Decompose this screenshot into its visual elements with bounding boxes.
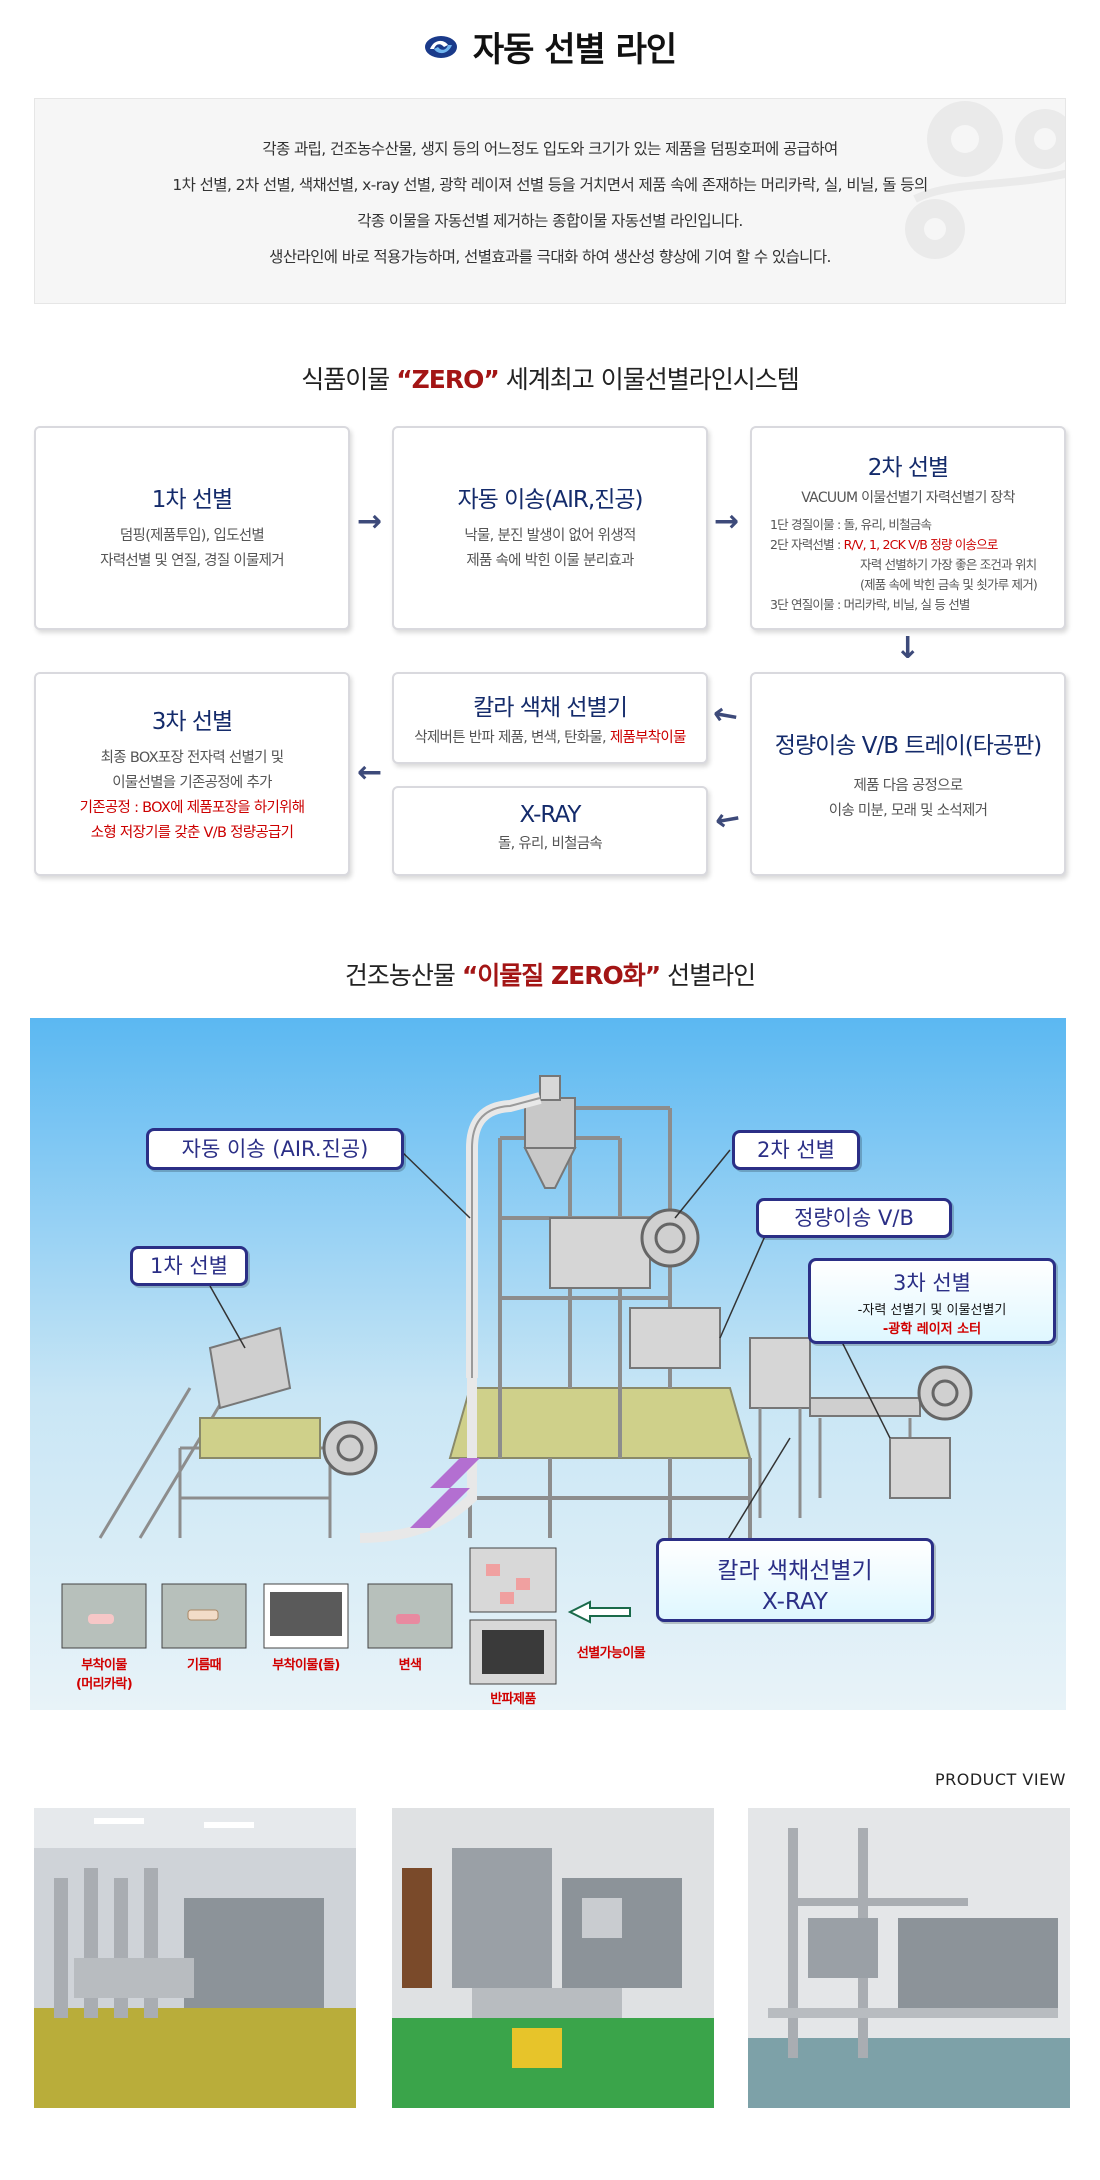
arrow-down-icon: ↓ bbox=[895, 631, 921, 666]
box-line-red: (제품 속에 박힌 금속 및 쇳가루 제거) bbox=[860, 577, 1038, 592]
arrow-up-left-icon: ↖ bbox=[705, 695, 747, 739]
flow-box-color-sorter: 칼라 색채 선별기 삭제버튼 반파 제품, 변색, 탄화물, 제품부착이물 bbox=[392, 672, 708, 764]
callout-title: 3차 선별 bbox=[893, 1271, 971, 1295]
box-line-red: 제품부착이물 bbox=[609, 730, 687, 746]
callout-vb-transfer: 정량이송 V/B bbox=[756, 1198, 952, 1238]
box-line-red: 소형 저장기를 갖춘 V/B 정량공급기 bbox=[90, 825, 294, 841]
thumb-label: 반파제품 bbox=[490, 1692, 536, 1707]
intro-line: 1차 선별, 2차 선별, 색채선별, x-ray 선별, 광학 레이져 선별 … bbox=[172, 176, 928, 194]
page-title: 자동 선별 라인 bbox=[472, 30, 677, 70]
intro-line: 각종 이물을 자동선별 제거하는 종합이물 자동선별 라인입니다. bbox=[357, 212, 743, 230]
product-photo bbox=[392, 1808, 714, 2108]
box-line: 돌, 유리, 비철금속 bbox=[497, 836, 603, 852]
box-title: 2차 선별 bbox=[867, 455, 949, 481]
box-title: 1차 선별 bbox=[151, 487, 233, 513]
callout-line: -자력 선별기 및 이물선별기 bbox=[857, 1303, 1007, 1318]
flow-box-auto-transfer: 자동 이송(AIR,진공) 낙물, 분진 발생이 없어 위생적 제품 속에 박힌… bbox=[392, 426, 708, 630]
product-photo-image bbox=[34, 1808, 356, 2108]
thumb-label: 부착이물 (머리카락) bbox=[52, 1654, 156, 1692]
product-photo-image bbox=[748, 1808, 1070, 2108]
section-heading-zero: 식품이물 “ZERO” 세계최고 이물선별라인시스템 bbox=[0, 360, 1100, 396]
box-line: 자력선별 및 연질, 경질 이물제거 bbox=[100, 553, 285, 569]
box-title: 3차 선별 bbox=[151, 709, 233, 735]
brand-logo-icon bbox=[424, 35, 457, 58]
thumb-label: 선별가능이물 bbox=[576, 1646, 646, 1661]
box-line: 이송 미분, 모래 및 소석제거 bbox=[828, 803, 988, 819]
callout-second-sort: 2차 선별 bbox=[732, 1130, 860, 1170]
box-title: 정량이송 V/B 트레이(타공판) bbox=[774, 733, 1042, 759]
box-line: 1단 경질이물 : 돌, 유리, 비철금속 bbox=[770, 517, 932, 532]
box-line-label: 2단 자력선별 : bbox=[770, 537, 844, 552]
thumb-label-line: 부착이물 bbox=[81, 1658, 127, 1673]
box-line: 제품 다음 공정으로 bbox=[853, 778, 964, 794]
box-line: 3단 연질이물 : 머리카락, 비닐, 실 등 선별 bbox=[770, 597, 970, 612]
product-view-title: PRODUCT VIEW bbox=[934, 1770, 1066, 1789]
product-photo bbox=[34, 1808, 356, 2108]
thumb-label-line: (머리카락) bbox=[75, 1677, 133, 1692]
title-row: 자동 선별 라인 bbox=[0, 22, 1100, 71]
callout-third-sort: 3차 선별 -자력 선별기 및 이물선별기 -광학 레이저 소터 bbox=[808, 1258, 1056, 1344]
box-title: 자동 이송(AIR,진공) bbox=[457, 487, 643, 513]
gear-decoration-icon bbox=[905, 101, 1065, 259]
box-line: 이물선별을 기존공정에 추가 bbox=[112, 775, 272, 791]
intro-box: 각종 과립, 건조농수산물, 생지 등의 어느정도 입도와 크기가 있는 제품을… bbox=[34, 98, 1066, 304]
heading-pre: 건조농산물 bbox=[344, 961, 462, 990]
arrow-left-icon: ← bbox=[357, 755, 383, 790]
box-line: 최종 BOX포장 전자력 선별기 및 bbox=[100, 750, 284, 766]
thumb-label: 부착이물(돌) bbox=[272, 1658, 340, 1673]
heading-emphasis: “이물질 ZERO화” bbox=[461, 961, 661, 990]
callout-color-xray: 칼라 색채선별기 X-RAY bbox=[656, 1538, 934, 1622]
flow-box-xray: X-RAY 돌, 유리, 비철금속 bbox=[392, 786, 708, 876]
box-line: 삭제버튼 반파 제품, 변색, 탄화물, 제품부착이물 bbox=[394, 726, 706, 751]
heading-pre: 식품이물 bbox=[301, 365, 397, 394]
box-line-red: 기존공정 : BOX에 제품포장을 하기위해 bbox=[79, 800, 305, 816]
box-line: 제품 속에 박힌 이물 분리효과 bbox=[466, 553, 634, 569]
arrow-right-icon: → bbox=[714, 504, 740, 539]
heading-post: 세계최고 이물선별라인시스템 bbox=[498, 365, 800, 394]
box-title: 칼라 색채 선별기 bbox=[473, 695, 628, 721]
callout-line-red: -광학 레이저 소터 bbox=[882, 1322, 982, 1337]
box-line: 2단 자력선별 : R/V, 1, 2CK V/B 정량 이송으로 bbox=[770, 535, 1064, 555]
box-line-red: R/V, 1, 2CK V/B 정량 이송으로 bbox=[843, 537, 999, 552]
callout-auto-transfer: 자동 이송 (AIR.진공) bbox=[146, 1128, 404, 1170]
flow-box-second-sort: 2차 선별 VACUUM 이물선별기 자력선별기 장착 1단 경질이물 : 돌,… bbox=[750, 426, 1066, 630]
flow-box-vb-tray: 정량이송 V/B 트레이(타공판) 제품 다음 공정으로 이송 미분, 모래 및… bbox=[750, 672, 1066, 876]
flow-box-first-sort: 1차 선별 덤핑(제품투입), 입도선별 자력선별 및 연질, 경질 이물제거 bbox=[34, 426, 350, 630]
heading-emphasis: “ZERO” bbox=[396, 365, 500, 394]
arrow-down-left-icon: ↙ bbox=[706, 799, 748, 843]
section-heading-dried: 건조농산물 “이물질 ZERO화” 선별라인 bbox=[0, 956, 1100, 992]
intro-line: 각종 과립, 건조농수산물, 생지 등의 어느정도 입도와 크기가 있는 제품을… bbox=[262, 140, 838, 158]
intro-line: 생산라인에 바로 적용가능하며, 선별효과를 극대화 하여 생산성 향상에 기여… bbox=[269, 248, 831, 266]
box-subtitle: VACUUM 이물선별기 자력선별기 장착 bbox=[801, 490, 1015, 506]
sorting-line-diagram: 자동 이송 (AIR.진공) 2차 선별 1차 선별 정량이송 V/B 3차 선… bbox=[30, 1018, 1066, 1710]
box-line: 낙물, 분진 발생이 없어 위생적 bbox=[464, 528, 636, 544]
product-photo bbox=[748, 1808, 1070, 2108]
thumb-label: 변색 bbox=[398, 1658, 422, 1673]
heading-post: 선별라인 bbox=[660, 961, 756, 990]
product-photo-image bbox=[392, 1808, 714, 2108]
thumb-label: 기름때 bbox=[186, 1658, 222, 1673]
callout-title: 칼라 색채선별기 bbox=[717, 1558, 873, 1584]
box-title: X-RAY bbox=[519, 802, 582, 828]
arrow-right-icon: → bbox=[357, 504, 383, 539]
callout-first-sort: 1차 선별 bbox=[130, 1246, 248, 1286]
flow-box-third-sort: 3차 선별 최종 BOX포장 전자력 선별기 및 이물선별을 기존공정에 추가 … bbox=[34, 672, 350, 876]
callout-title: X-RAY bbox=[762, 1589, 828, 1615]
box-line-text: 삭제버튼 반파 제품, 변색, 탄화물, bbox=[414, 730, 610, 746]
box-line-red: 자력 선별하기 가장 좋은 조건과 위치 bbox=[860, 557, 1037, 572]
intro-text: 각종 과립, 건조농수산물, 생지 등의 어느정도 입도와 크기가 있는 제품을… bbox=[35, 131, 1065, 275]
box-line: 덤핑(제품투입), 입도선별 bbox=[119, 528, 265, 544]
